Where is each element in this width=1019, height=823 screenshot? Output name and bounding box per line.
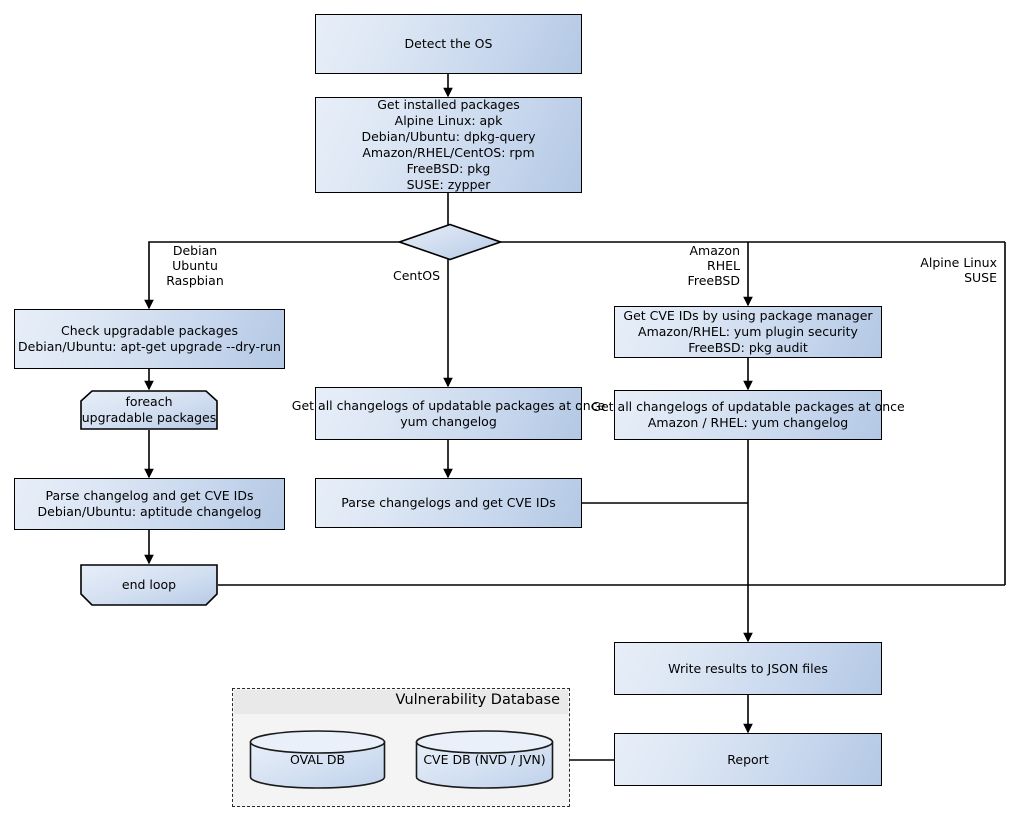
node-changelogs-amazon-label: Get all changelogs of updatable packages… bbox=[591, 399, 905, 430]
node-detect-os-label: Detect the OS bbox=[404, 36, 493, 51]
node-parse-changelogs-centos-label: Parse changelogs and get CVE IDs bbox=[341, 495, 556, 510]
cylinder-oval-db[interactable] bbox=[249, 730, 386, 789]
vulnerability-database-title: Vulnerability Database bbox=[234, 690, 568, 714]
node-end-loop[interactable]: end loop bbox=[80, 564, 218, 606]
node-changelogs-amazon[interactable]: Get all changelogs of updatable packages… bbox=[591, 390, 905, 440]
node-changelogs-centos[interactable]: Get all changelogs of updatable packages… bbox=[292, 387, 605, 440]
cylinder-oval-db-label: OVAL DB bbox=[289, 752, 346, 767]
cylinder-cve-db[interactable] bbox=[415, 730, 554, 789]
loop-end-shape bbox=[80, 564, 218, 606]
node-report[interactable]: Report bbox=[614, 733, 882, 786]
node-write-results[interactable]: Write results to JSON files bbox=[614, 642, 882, 695]
edge-label-centos: CentOS bbox=[392, 268, 440, 283]
node-parse-changelogs-centos[interactable]: Parse changelogs and get CVE IDs bbox=[315, 478, 582, 528]
node-os-decision[interactable] bbox=[398, 223, 502, 261]
node-report-label: Report bbox=[727, 751, 769, 767]
loop-start-shape bbox=[80, 390, 218, 430]
node-detect-os[interactable]: Detect the OS bbox=[315, 14, 582, 74]
node-write-results-label: Write results to JSON files bbox=[668, 660, 828, 676]
node-end-loop-label: end loop bbox=[121, 577, 177, 592]
node-changelogs-centos-label: Get all changelogs of updatable packages… bbox=[291, 397, 606, 429]
cylinder-cve-db-label: CVE DB (NVD / JVN) bbox=[423, 752, 546, 767]
